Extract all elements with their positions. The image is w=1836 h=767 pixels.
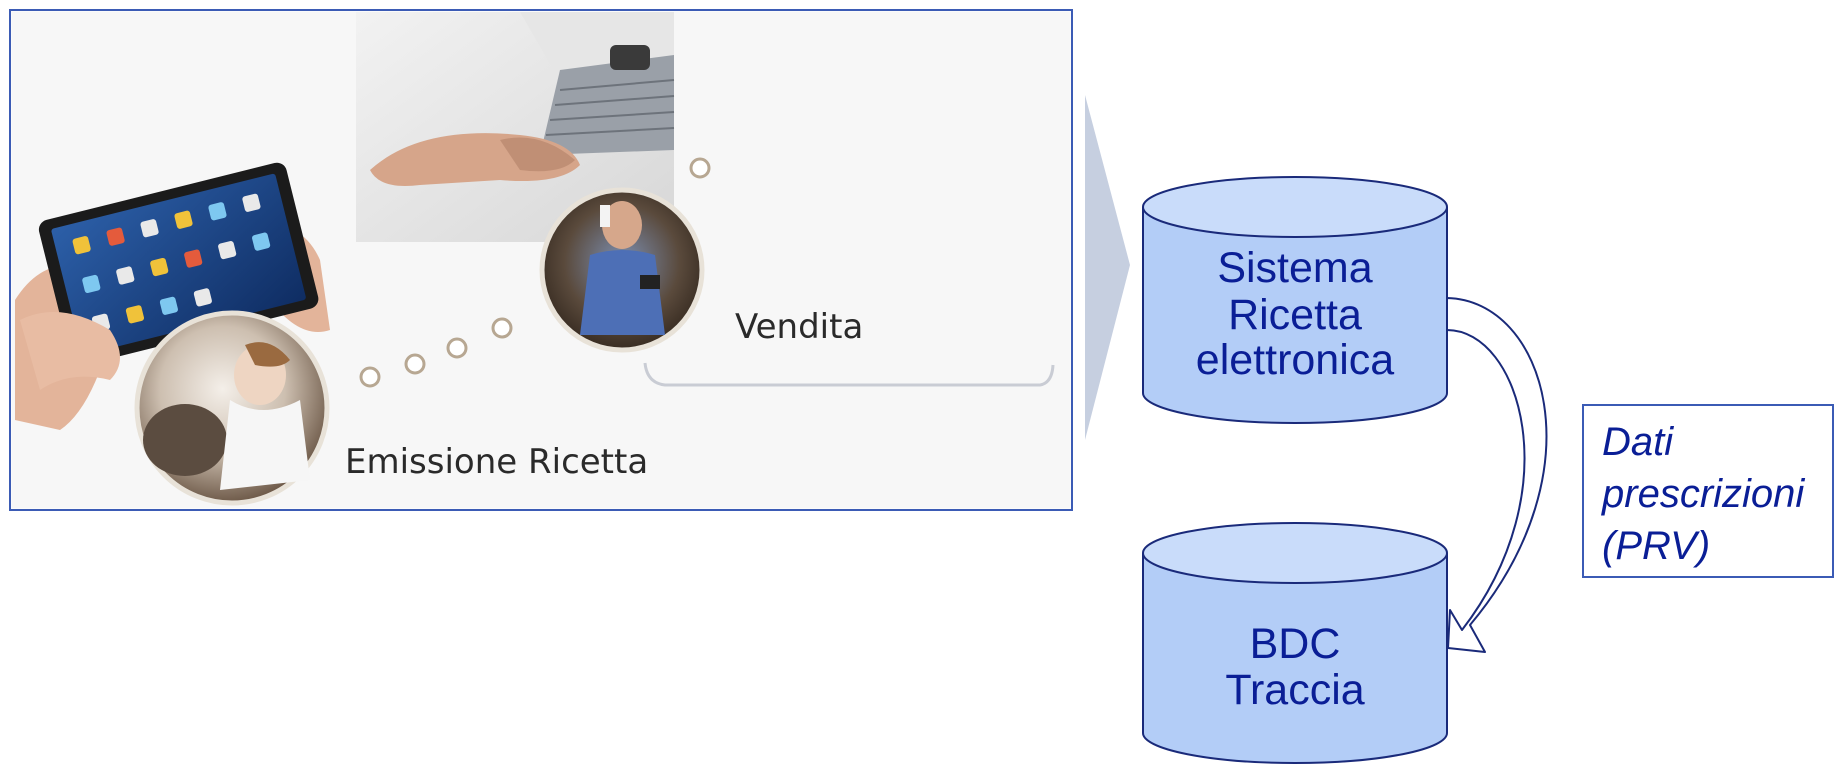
- veterinarian-photo-icon: [134, 310, 330, 506]
- db-source-line2: Ricetta: [1228, 291, 1362, 339]
- caption-underline: [643, 362, 1055, 387]
- db-target-line1: BDC: [1250, 620, 1341, 668]
- note-line3: (PRV): [1602, 524, 1710, 568]
- db-sistema-ricetta: Sistema Ricetta elettronica: [1142, 176, 1448, 424]
- db-source-line3: elettronica: [1196, 336, 1394, 384]
- flow-note-box: Dati prescrizioni (PRV): [1582, 404, 1834, 578]
- note-line2: prescrizioni: [1601, 472, 1805, 516]
- note-line1: Dati: [1602, 420, 1674, 464]
- step-emissione-label: Emissione Ricetta: [345, 442, 648, 482]
- pharmacist-photo-icon: [539, 187, 705, 353]
- curved-arrow-icon: [1446, 297, 1548, 653]
- db-bdc-traccia: BDC Traccia: [1142, 522, 1448, 764]
- chevron-arrow-icon: [1085, 95, 1130, 440]
- process-photo-panel: Emissione Ricetta Vendita: [9, 9, 1073, 511]
- db-source-line1: Sistema: [1217, 244, 1372, 292]
- step-vendita-label: Vendita: [735, 307, 863, 347]
- decorative-beads: [359, 157, 711, 388]
- db-target-line2: Traccia: [1225, 666, 1364, 714]
